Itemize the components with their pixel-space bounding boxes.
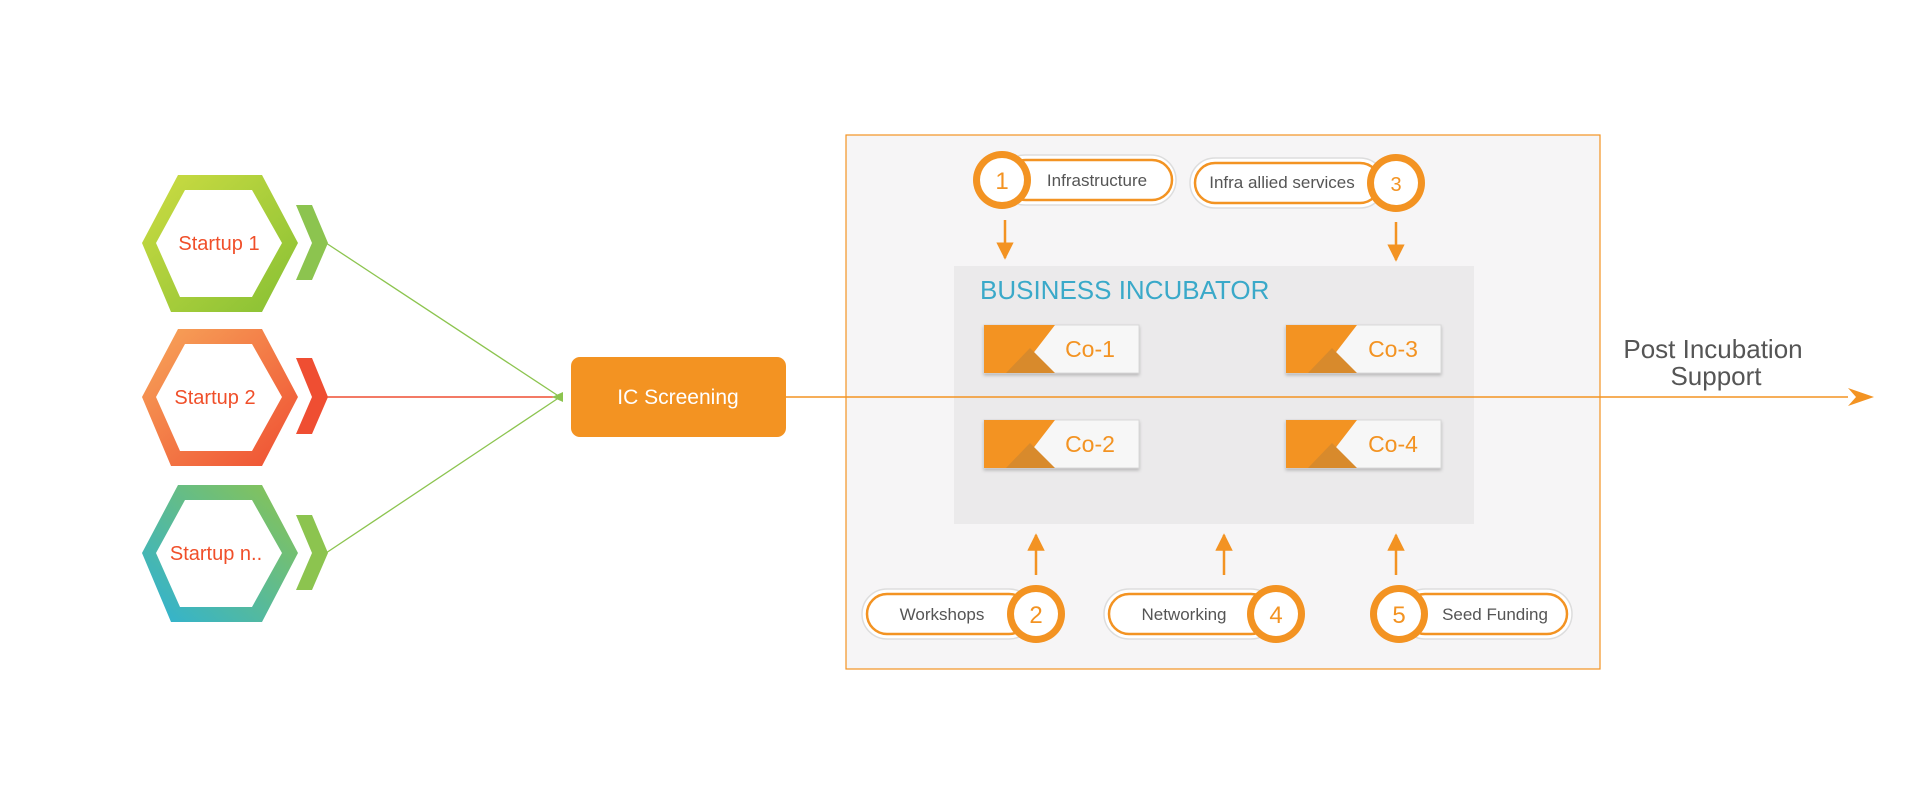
company-co-2: Co-2 bbox=[983, 419, 1140, 469]
company-co-1: Co-1 bbox=[983, 324, 1140, 374]
incubator-title: BUSINESS INCUBATOR bbox=[980, 275, 1269, 305]
startup-2-label: Startup 2 bbox=[174, 387, 255, 409]
startup-n-chevron-icon bbox=[296, 515, 328, 590]
startup-n-label: Startup n.. bbox=[170, 543, 262, 565]
startup-1: Startup 1 bbox=[142, 175, 328, 312]
service-networking: 4 Networking bbox=[1103, 585, 1305, 643]
service-1-number: 1 bbox=[995, 168, 1008, 195]
main-flow-arrowhead bbox=[1848, 388, 1874, 406]
company-co-3: Co-3 bbox=[1285, 324, 1442, 374]
service-3-label: Infra allied services bbox=[1209, 173, 1355, 192]
co-1-label: Co-1 bbox=[1065, 336, 1115, 362]
service-seed-funding: 5 Seed Funding bbox=[1370, 585, 1573, 643]
service-workshops: 2 Workshops bbox=[861, 585, 1065, 643]
service-infrastructure: 1 Infrastructure bbox=[973, 151, 1177, 209]
co-2-label: Co-2 bbox=[1065, 431, 1115, 457]
service-5-number: 5 bbox=[1392, 602, 1405, 629]
service-2-number: 2 bbox=[1029, 602, 1042, 629]
company-co-4: Co-4 bbox=[1285, 419, 1442, 469]
service-2-label: Workshops bbox=[900, 605, 985, 624]
screening-arrowhead bbox=[552, 392, 563, 402]
service-1-label: Infrastructure bbox=[1047, 171, 1147, 190]
co-3-label: Co-3 bbox=[1368, 336, 1418, 362]
startup-2: Startup 2 bbox=[142, 329, 328, 466]
co-1-logo-icon bbox=[984, 325, 1055, 373]
ic-screening-box bbox=[571, 357, 786, 437]
startup-2-chevron-icon bbox=[296, 358, 328, 434]
co-3-logo-icon bbox=[1286, 325, 1357, 373]
service-5-label: Seed Funding bbox=[1442, 605, 1548, 624]
co-4-label: Co-4 bbox=[1368, 431, 1418, 457]
service-4-number: 4 bbox=[1269, 602, 1282, 629]
co-4-logo-icon bbox=[1286, 420, 1357, 468]
service-infra-allied-services: 3 Infra allied services bbox=[1189, 154, 1425, 212]
service-3-number: 3 bbox=[1390, 174, 1401, 196]
startup-1-chevron-icon bbox=[296, 205, 328, 280]
connector-startup-n bbox=[325, 396, 561, 554]
incubator-inner-area bbox=[954, 266, 1474, 524]
connector-startup-1 bbox=[325, 242, 561, 398]
co-2-logo-icon bbox=[984, 420, 1055, 468]
startup-1-label: Startup 1 bbox=[178, 233, 259, 255]
ic-screening-label: IC Screening bbox=[617, 386, 738, 409]
post-incubation-label-line-1: Post Incubation bbox=[1623, 334, 1802, 364]
startup-n: Startup n.. bbox=[142, 485, 328, 622]
service-4-label: Networking bbox=[1141, 605, 1226, 624]
post-incubation-label-line-2: Support bbox=[1670, 361, 1762, 391]
